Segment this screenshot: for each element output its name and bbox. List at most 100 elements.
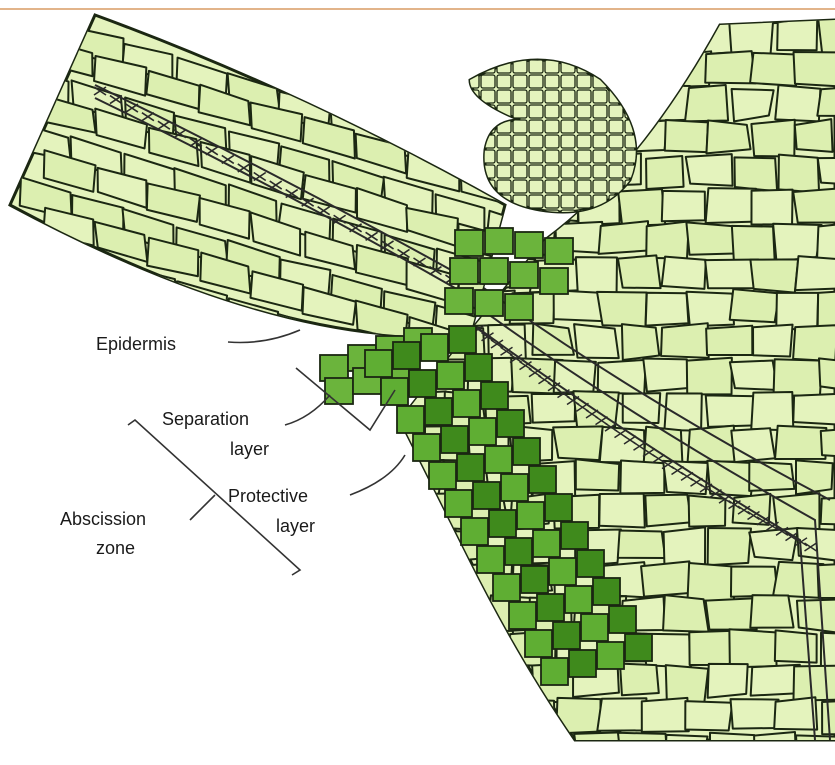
protective-cell (441, 426, 468, 453)
cell (481, 75, 495, 88)
cell (609, 45, 623, 58)
cell (646, 221, 689, 258)
cell (818, 158, 835, 185)
cell (621, 51, 666, 90)
cell (625, 75, 639, 88)
cell (20, 290, 71, 332)
cell (751, 392, 793, 430)
cell (529, 45, 543, 58)
protective-leader (350, 455, 405, 495)
protective-cell (413, 434, 440, 461)
top-rule (0, 8, 835, 10)
protective-cell (477, 546, 504, 573)
cell (577, 120, 591, 133)
cell (488, 732, 537, 765)
protective-cell (525, 630, 552, 657)
protective-cell (393, 342, 420, 369)
cell (561, 135, 575, 148)
cell (609, 165, 623, 178)
protective-cell (437, 362, 464, 389)
cell (599, 494, 645, 528)
cell (641, 561, 689, 596)
protective-cell (485, 446, 512, 473)
cell (593, 60, 607, 73)
cell (577, 135, 591, 148)
cell (750, 53, 799, 86)
cell (561, 75, 575, 88)
cell (529, 195, 543, 208)
cell (749, 528, 798, 560)
cell (705, 51, 755, 83)
protective-cell (409, 370, 436, 397)
cell (665, 735, 707, 762)
cell (399, 119, 442, 152)
cell (625, 60, 639, 73)
cell (609, 60, 623, 73)
protective-cell (469, 418, 496, 445)
cell (146, 295, 199, 334)
cell (481, 150, 495, 163)
protective-cell (397, 406, 424, 433)
cell (421, 562, 472, 597)
cell (577, 165, 591, 178)
protective-cell (513, 438, 540, 465)
separation-cell (480, 258, 508, 284)
cell (730, 289, 780, 322)
protective-cell (465, 354, 492, 381)
cell (576, 459, 619, 490)
cell (465, 60, 479, 73)
cell (754, 732, 796, 765)
protective-cell (505, 538, 532, 565)
cell (421, 20, 468, 54)
cell (641, 45, 655, 58)
cell (645, 495, 691, 527)
protective-cell (565, 586, 592, 613)
cell (497, 75, 511, 88)
cell (252, 381, 301, 421)
cell (708, 528, 751, 565)
cell (561, 90, 575, 103)
cell (706, 326, 752, 355)
cell (689, 631, 734, 665)
cell (19, 234, 72, 276)
cell (545, 135, 559, 148)
cell (641, 60, 655, 73)
cell (706, 598, 757, 629)
labels: Epidermis Separation layer Protective la… (60, 334, 315, 558)
label-protective-1: Protective (228, 486, 308, 506)
cell (529, 75, 543, 88)
cell (817, 222, 835, 259)
cell (465, 135, 479, 148)
protective-cell (449, 326, 476, 353)
cell (481, 120, 495, 133)
protective-cell (521, 566, 548, 593)
cell (497, 135, 511, 148)
cell (467, 700, 514, 738)
label-abscission-1: Abscission (60, 509, 146, 529)
cell (708, 664, 748, 698)
protective-cell (541, 658, 568, 685)
cell (465, 150, 479, 163)
cell (545, 90, 559, 103)
cell (513, 105, 527, 118)
separation-cell (515, 232, 543, 258)
cell (554, 18, 598, 56)
cell (731, 566, 778, 596)
cell (706, 188, 756, 223)
cell (553, 426, 603, 460)
cell (641, 105, 655, 118)
cell (641, 75, 655, 88)
cell (609, 135, 623, 148)
cell (577, 75, 591, 88)
cell (662, 191, 705, 221)
cell (642, 698, 689, 732)
separation-cell (540, 268, 568, 294)
cell (529, 60, 543, 73)
cell (497, 45, 511, 58)
cell (793, 394, 835, 425)
cell (664, 51, 711, 87)
cell (545, 120, 559, 133)
cell (773, 224, 822, 262)
cell (753, 325, 793, 357)
cell (642, 85, 690, 121)
